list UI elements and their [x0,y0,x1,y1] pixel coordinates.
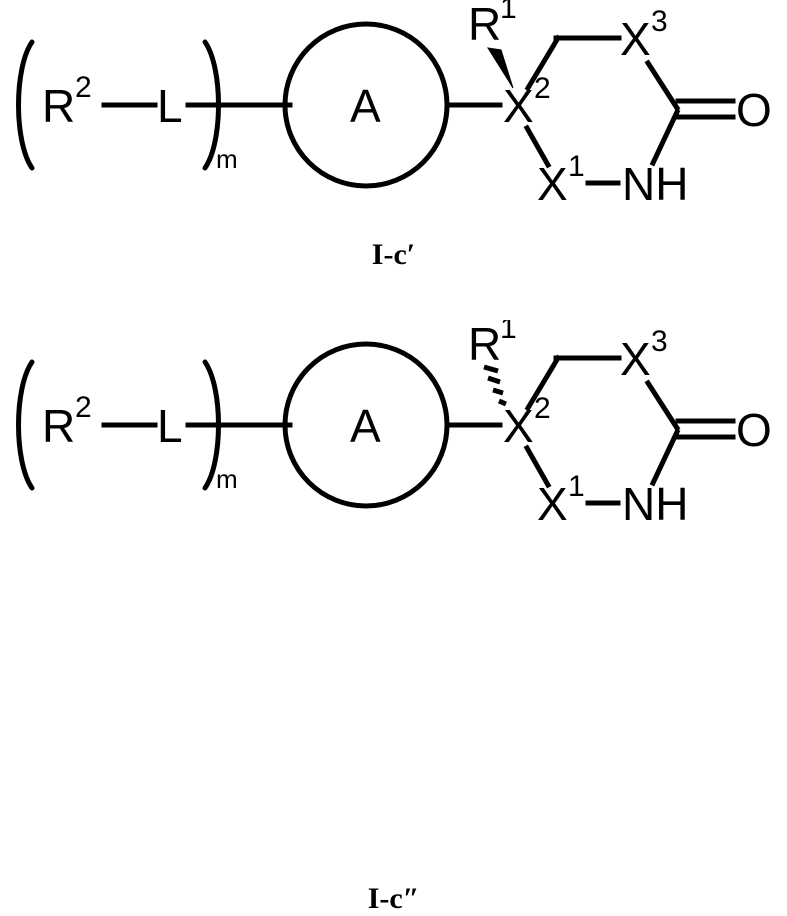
bond-carbonyl-nh [649,428,681,487]
atom-label-l: L [157,80,183,132]
bond-x3-carbonyl [644,379,681,432]
bond-carbonyl-nh [649,108,681,167]
structure-2-drawing: R 2 L m A R 1 X 2 [16,320,772,530]
atom-label-x2-superscript: 2 [534,72,551,105]
atom-label-x3: X [620,13,651,65]
atom-label-x1: X [537,478,568,530]
bond-x3-carbonyl [644,59,681,112]
bond-x2-x1 [523,124,552,169]
atom-label-oxygen: O [736,84,772,136]
structure-i-c-prime: R 2 L m A R 1 X 2 [0,0,787,310]
atom-label-r2: R [42,400,75,452]
stereo-bond-solid-wedge [486,47,514,89]
atom-label-r1-superscript: 1 [500,0,517,25]
atom-label-nh: NH [622,158,688,210]
structure-1-drawing: R 2 L m A R 1 X 2 [16,0,772,210]
close-paren-glyph [202,359,221,491]
atom-label-r1: R [468,320,501,370]
atom-label-oxygen: O [736,404,772,456]
atom-label-r1-superscript: 1 [500,320,517,345]
atom-label-x1-superscript: 1 [568,470,585,503]
atom-label-r2-superscript: 2 [75,71,92,104]
structure-2-caption: I-c″ [367,882,420,915]
atom-label-x2-superscript: 2 [534,392,551,425]
atom-label-x1: X [537,158,568,210]
paren-subscript-m: m [216,464,238,494]
atom-label-r2: R [42,80,75,132]
atom-label-x3-superscript: 3 [651,325,668,358]
open-paren-glyph [16,39,35,171]
open-paren-glyph [16,359,35,491]
paren-subscript-m: m [216,144,238,174]
structure-i-c-double-prime: R 2 L m A R 1 X 2 [0,320,787,915]
atom-label-x1-superscript: 1 [568,150,585,183]
atom-label-r2-superscript: 2 [75,391,92,424]
atom-label-r1: R [468,0,501,50]
close-paren-glyph [202,39,221,171]
structure-1-caption: I-c′ [371,238,416,271]
ring-a-label: A [350,80,381,132]
ring-a-label: A [350,400,381,452]
stereo-bond-hashed-wedge [483,364,507,407]
atom-label-x3: X [620,333,651,385]
atom-label-nh: NH [622,478,688,530]
bond-x2-ch2 [524,34,562,92]
bond-x2-ch2 [524,354,562,412]
bond-x2-x1 [523,444,552,489]
atom-label-x3-superscript: 3 [651,5,668,38]
atom-label-l: L [157,400,183,452]
